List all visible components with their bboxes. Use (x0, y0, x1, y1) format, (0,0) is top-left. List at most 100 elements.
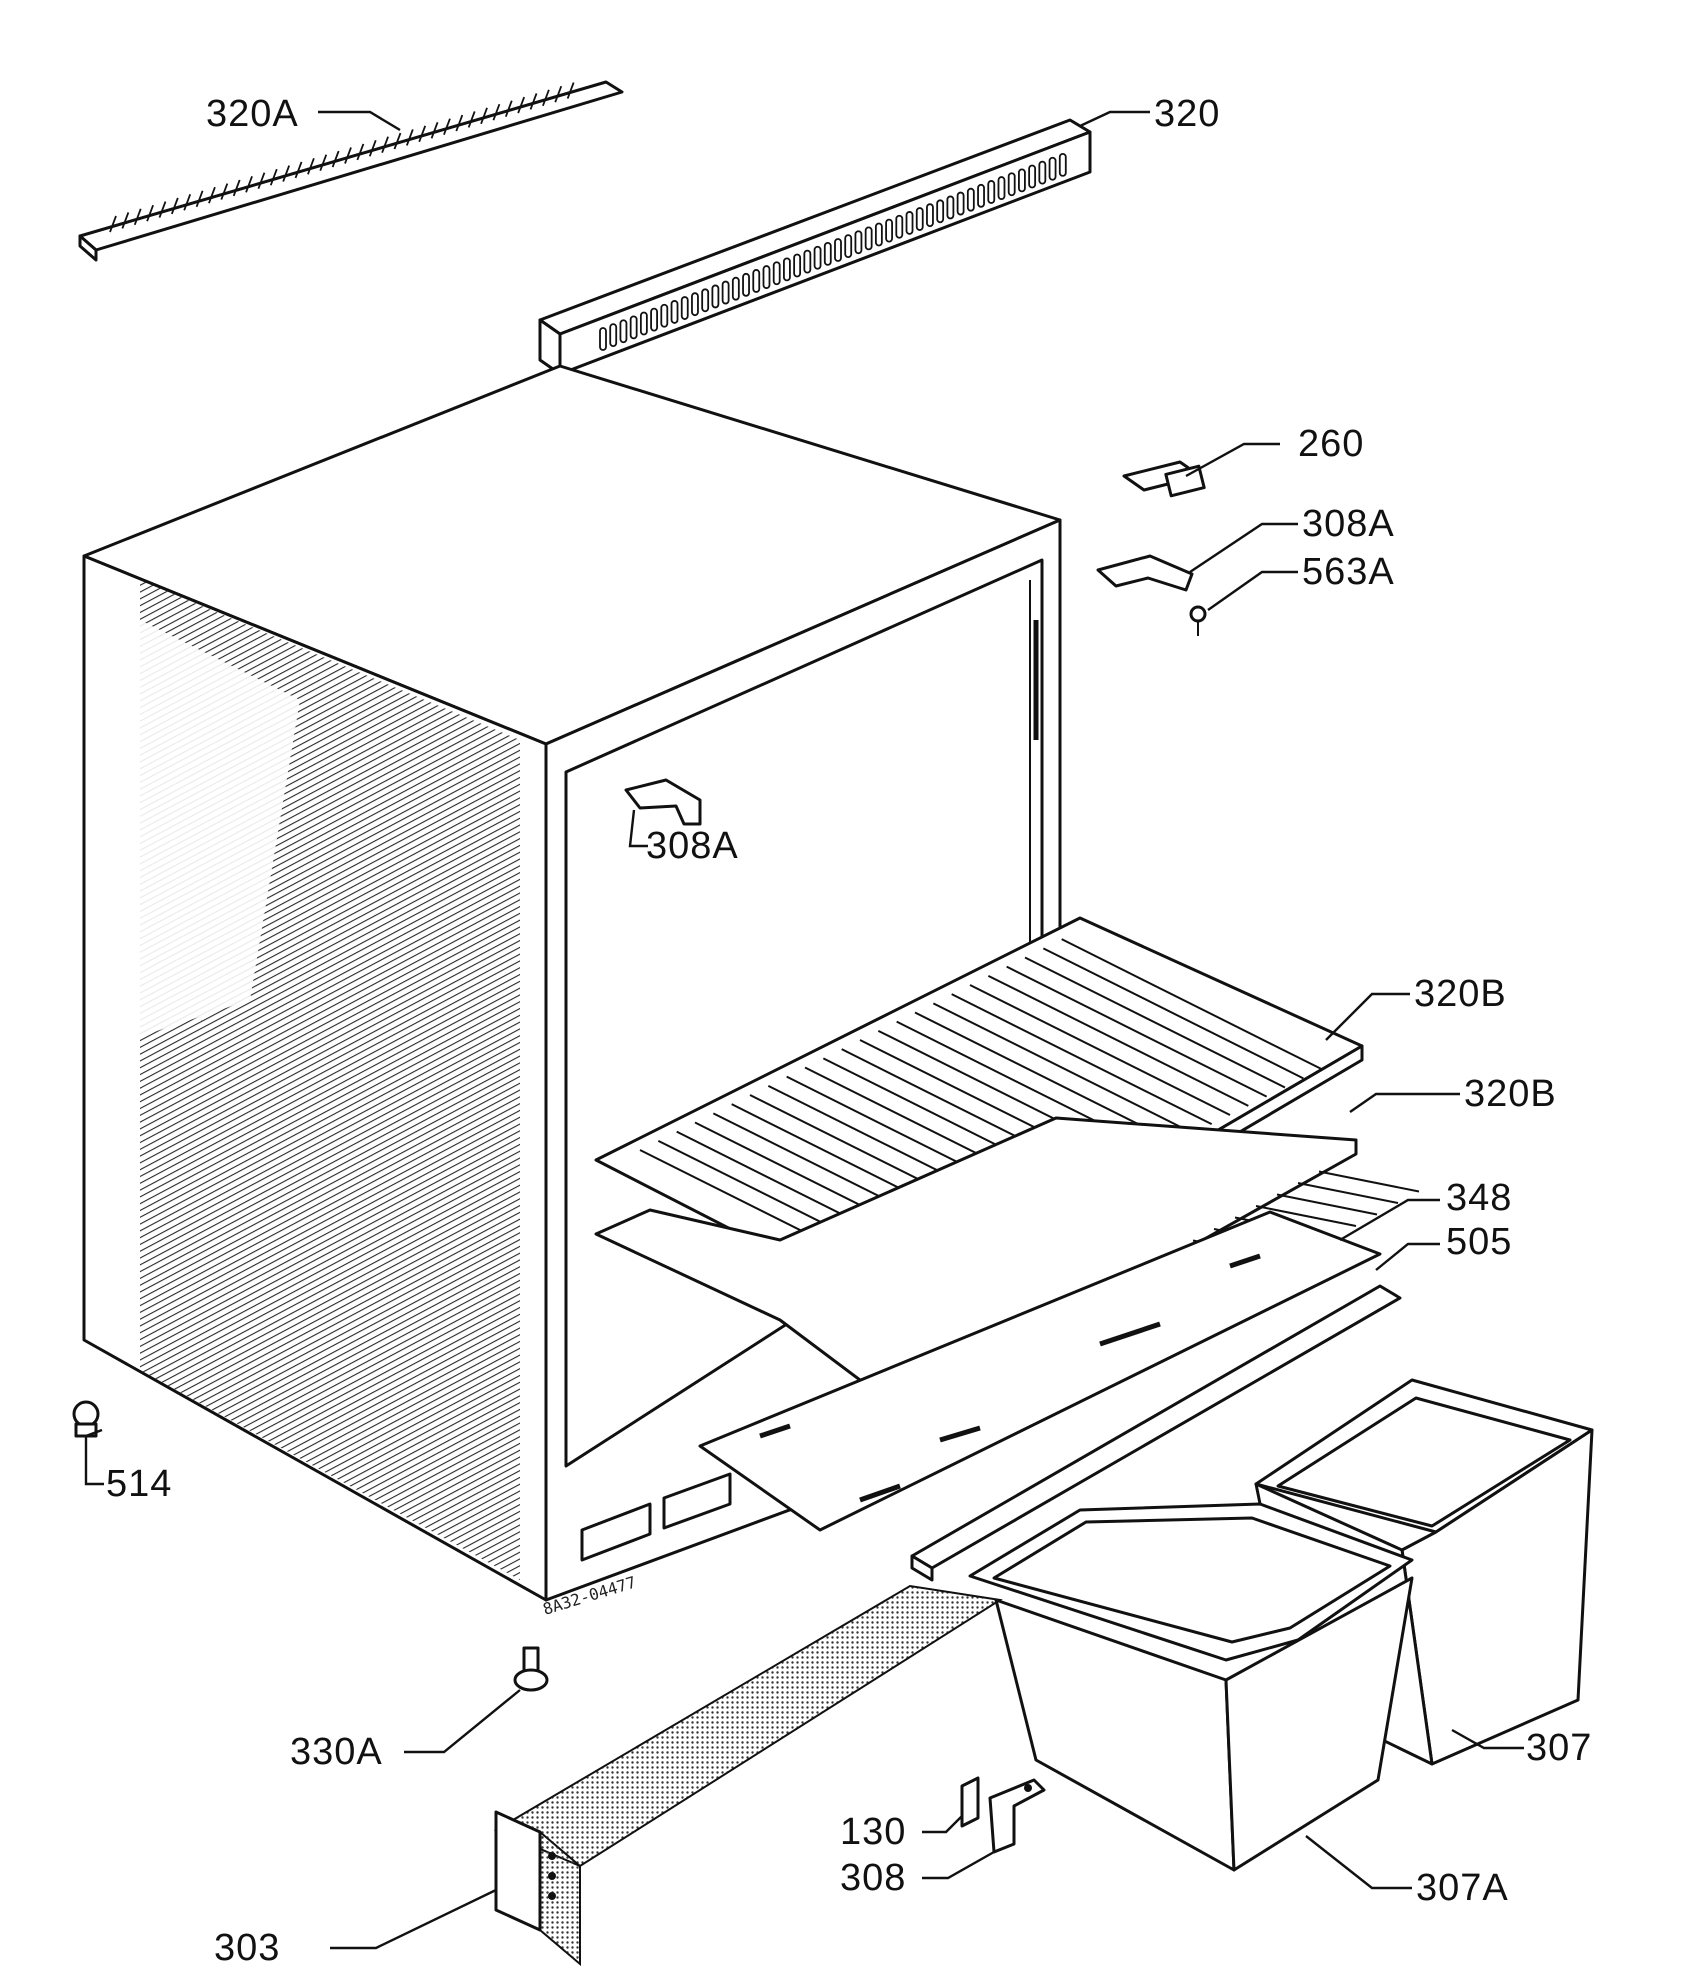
foot-514 (72, 1400, 100, 1438)
vent-slot (711, 284, 720, 309)
vent-slot (905, 211, 914, 235)
grille-slot (195, 190, 204, 208)
vent-slot (1007, 172, 1016, 197)
vent-slot (926, 203, 934, 228)
grille-slot (282, 165, 291, 182)
shelf-wire (1061, 938, 1323, 1071)
vent-slot (731, 276, 740, 301)
shelf-wire (1255, 1205, 1357, 1227)
vent-slot (946, 195, 955, 220)
vent-slot (956, 191, 965, 216)
grille-slot (121, 212, 130, 229)
grille-slot (307, 157, 315, 175)
hinge-260 (1122, 460, 1206, 498)
label-514: 514 (106, 1463, 172, 1505)
vent-slot (915, 207, 924, 231)
vent-slot (772, 261, 781, 286)
label-330a: 330A (290, 1731, 383, 1773)
screw-563a (1189, 605, 1207, 636)
grille-slot (517, 96, 526, 114)
label-130: 130 (840, 1811, 906, 1853)
vent-slot (599, 327, 607, 351)
hinge-308a-top (1096, 554, 1194, 592)
vent-slot (752, 269, 761, 293)
leveling-foot-330a (513, 1646, 549, 1692)
vent-slot (1028, 164, 1037, 189)
top-vent-bar-320 (538, 118, 1092, 376)
label-303: 303 (214, 1927, 280, 1969)
bracket-130 (960, 1776, 980, 1828)
label-320b-upper: 320B (1414, 973, 1507, 1015)
kick-plate-303 (493, 1584, 1003, 1967)
glass-plate-348 (698, 1210, 1382, 1532)
shelf-wire (1297, 1182, 1399, 1204)
vent-slot (742, 272, 750, 297)
vent-slot (619, 319, 628, 344)
grille-slot (220, 183, 229, 200)
grille-slot (542, 89, 550, 107)
vent-slot (1038, 160, 1047, 185)
grille-slot (418, 125, 427, 143)
grille-slot (269, 168, 278, 186)
label-307: 307 (1526, 1727, 1592, 1769)
vent-slot (650, 307, 658, 332)
hinge-308a-inner (624, 778, 702, 826)
grille-slot (492, 103, 501, 121)
grille-slot (443, 118, 451, 135)
shelf-wire (1042, 947, 1304, 1080)
shelf-wire (951, 993, 1213, 1126)
grille-slot (319, 154, 328, 172)
vent-slot (609, 323, 618, 348)
grille-slot (133, 208, 142, 226)
grille-slot (183, 194, 192, 211)
grille-slot (232, 179, 241, 197)
grille-slot (208, 186, 216, 204)
vent-slot (1058, 152, 1067, 177)
vent-slot (813, 245, 822, 270)
grille-slot (331, 150, 340, 168)
shelf-wire (1006, 965, 1268, 1098)
vent-slot (670, 300, 679, 324)
shelf-wire (969, 984, 1231, 1116)
shelf-wire (914, 1011, 1176, 1144)
crisper-drawer-307a (968, 1502, 1414, 1872)
shelf-wire (1024, 956, 1286, 1089)
grille-slot (158, 201, 167, 218)
grille-slot (455, 114, 464, 132)
shelf-wire (987, 974, 1249, 1107)
vent-slot (977, 183, 985, 208)
label-320b-lower: 320B (1464, 1073, 1557, 1115)
vent-slot (885, 218, 893, 243)
vent-slot (793, 253, 802, 278)
vent-slot (629, 315, 638, 340)
vent-slot (936, 199, 945, 224)
label-348: 348 (1446, 1177, 1512, 1219)
label-307a: 307A (1416, 1867, 1509, 1909)
grille-slot (554, 85, 563, 103)
vent-slot (1048, 156, 1057, 181)
grille-slot (257, 172, 266, 190)
grille-slot (566, 82, 575, 99)
vent-slot (639, 311, 648, 336)
grille-slot (356, 143, 365, 161)
vent-slot (895, 214, 904, 239)
label-308a-top: 308A (1302, 503, 1395, 545)
vent-slot (691, 292, 699, 317)
label-320: 320 (1154, 93, 1220, 135)
label-320a: 320A (206, 93, 299, 135)
grille-slot (381, 136, 389, 154)
vent-slot (834, 238, 842, 262)
vent-slot (997, 176, 1006, 200)
grille-slot (504, 100, 513, 117)
vent-slot (966, 187, 975, 212)
vent-slot (721, 280, 730, 305)
vent-slot (803, 249, 812, 274)
vent-slot (762, 265, 771, 289)
label-563a: 563A (1302, 551, 1395, 593)
vent-slot (823, 241, 832, 266)
vent-slot (701, 288, 710, 313)
vent-slot (844, 234, 853, 259)
vent-slot (864, 226, 873, 251)
grille-slot (245, 176, 253, 193)
